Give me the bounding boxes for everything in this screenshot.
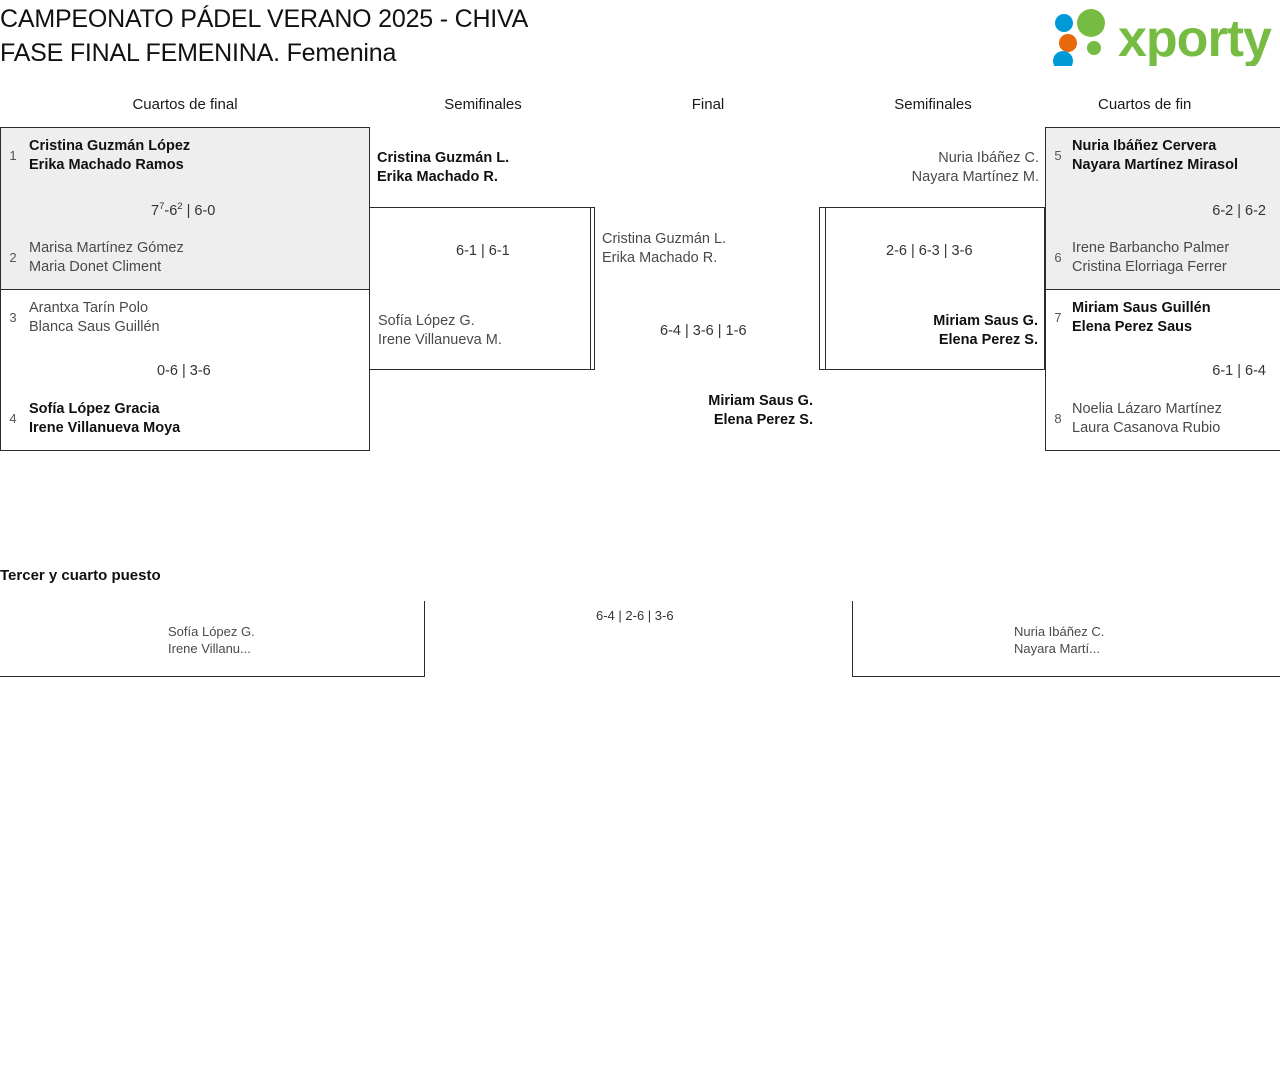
seed-number: 6 — [1054, 250, 1062, 265]
round-header-final: Final — [691, 96, 725, 113]
xporty-logo[interactable]: xporty — [1046, 6, 1274, 66]
match-score: 6-1 | 6-4 — [1212, 363, 1266, 379]
team-entry: Cristina Guzmán López Erika Machado Ramo… — [29, 138, 191, 173]
match-score: 77-62 | 6-0 — [151, 201, 216, 219]
team-entry: Miriam Saus Guillén Elena Perez Saus — [1072, 300, 1211, 335]
final-score: 6-4 | 3-6 | 1-6 — [660, 323, 747, 339]
sf-left-box[interactable]: 6-1 | 6-1 Sofía López G. Irene Villanuev… — [369, 207, 595, 370]
team-entry: Noelia Lázaro Martínez Laura Casanova Ru… — [1072, 401, 1222, 436]
match-qf1[interactable]: 1 Cristina Guzmán López Erika Machado Ra… — [1, 128, 369, 289]
round-header-qf-right: Cuartos de fin — [1098, 96, 1192, 113]
page-title: CAMPEONATO PÁDEL VERANO 2025 - CHIVA FAS… — [0, 2, 528, 70]
third-place-right-bracket[interactable]: Nuria Ibáñez C. Nayara Martí... — [852, 601, 1280, 677]
third-place-left-bracket[interactable]: Sofía López G. Irene Villanu... — [0, 601, 425, 677]
sf-right-box[interactable]: 2-6 | 6-3 | 3-6 Miriam Saus G. Elena Per… — [819, 207, 1045, 370]
sf-left-bottom-team: Sofía López G. Irene Villanueva M. — [378, 313, 502, 348]
third-place-left-team: Sofía López G. Irene Villanu... — [168, 624, 255, 656]
team-entry: Arantxa Tarín Polo Blanca Saus Guillén — [29, 300, 160, 335]
third-place-score: 6-4 | 2-6 | 3-6 — [596, 608, 674, 623]
third-place-right-team: Nuria Ibáñez C. Nayara Martí... — [1014, 624, 1105, 656]
match-score: 6-1 | 6-1 — [456, 243, 510, 259]
round-header-sf-right: Semifinales — [894, 96, 972, 113]
sf-left-top-team: Cristina Guzmán L. Erika Machado R. — [377, 150, 510, 185]
match-divider — [1046, 289, 1280, 290]
team-entry: Nuria Ibáñez Cervera Nayara Martínez Mir… — [1072, 138, 1239, 173]
team-entry: Sofía López Gracia Irene Villanueva Moya — [29, 401, 181, 436]
champion-team: Miriam Saus G. Elena Perez S. — [708, 393, 813, 428]
qf-right-group: 5 Nuria Ibáñez Cervera Nayara Martínez M… — [1045, 127, 1280, 451]
team-entry: Marisa Martínez Gómez Maria Donet Climen… — [29, 240, 184, 275]
team-entry: Irene Barbancho Palmer Cristina Elorriag… — [1072, 240, 1230, 275]
match-qf2[interactable]: 3 Arantxa Tarín Polo Blanca Saus Guillén… — [1, 290, 369, 450]
title-line-2: FASE FINAL FEMENINA. Femenina — [0, 39, 397, 67]
page-header: CAMPEONATO PÁDEL VERANO 2025 - CHIVA FAS… — [0, 0, 1280, 92]
title-line-1: CAMPEONATO PÁDEL VERANO 2025 - CHIVA — [0, 5, 529, 33]
seed-number: 8 — [1054, 411, 1062, 426]
seed-number: 7 — [1054, 310, 1062, 325]
match-score: 6-2 | 6-2 — [1212, 203, 1266, 219]
final-rail-right — [825, 207, 826, 370]
tp-right-bottom-rail — [852, 676, 1280, 677]
svg-text:xporty: xporty — [1118, 10, 1272, 66]
seed-number: 1 — [9, 148, 17, 163]
qf-left-group: 1 Cristina Guzmán López Erika Machado Ra… — [0, 127, 370, 451]
match-score: 0-6 | 3-6 — [157, 363, 211, 379]
tp-right-rail — [852, 601, 853, 677]
match-divider — [1, 289, 369, 290]
final-left-team: Cristina Guzmán L. Erika Machado R. — [602, 231, 727, 266]
tp-left-rail — [424, 601, 425, 677]
match-qf4[interactable]: 7 Miriam Saus Guillén Elena Perez Saus 6… — [1046, 290, 1280, 450]
sf-right-bottom-team: Miriam Saus G. Elena Perez S. — [933, 313, 1038, 348]
match-score: 2-6 | 6-3 | 3-6 — [886, 243, 973, 259]
seed-number: 4 — [9, 411, 17, 426]
match-qf3[interactable]: 5 Nuria Ibáñez Cervera Nayara Martínez M… — [1046, 128, 1280, 289]
tp-left-bottom-rail — [0, 676, 425, 677]
round-header-qf-left: Cuartos de final — [132, 96, 238, 113]
seed-number: 5 — [1054, 148, 1062, 163]
round-header-sf-left: Semifinales — [444, 96, 522, 113]
sf-right-top-team: Nuria Ibáñez C. Nayara Martínez M. — [911, 150, 1039, 185]
seed-number: 3 — [9, 310, 17, 325]
third-place-title: Tercer y cuarto puesto — [0, 567, 161, 584]
final-rail-left — [590, 207, 591, 370]
seed-number: 2 — [9, 250, 17, 265]
